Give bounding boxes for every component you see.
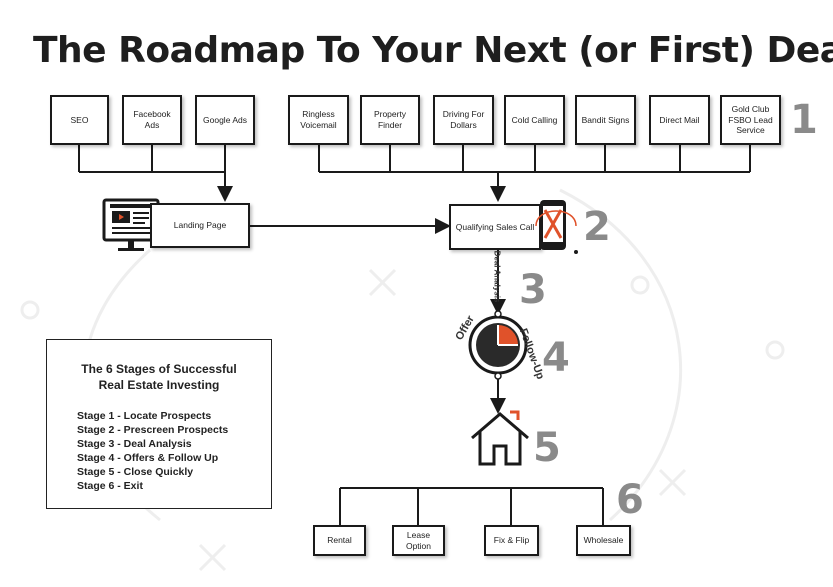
legend-item: Stage 1 - Locate Prospects: [77, 410, 212, 422]
source-gold-club: Gold Club FSBO Lead Service: [720, 95, 781, 145]
exit-wholesale: Wholesale: [576, 525, 631, 556]
page-title: The Roadmap To Your Next (or First) Deal: [33, 30, 833, 71]
offer-cycle-icon: [468, 310, 528, 380]
source-property-finder: Property Finder: [360, 95, 420, 145]
stage-number-4: 4: [542, 335, 570, 381]
source-google-ads: Google Ads: [195, 95, 255, 145]
legend-item: Stage 2 - Prescreen Prospects: [77, 424, 229, 436]
source-ringless-voicemail: Ringless Voicemail: [288, 95, 349, 145]
exit-rental: Rental: [313, 525, 366, 556]
deal-analysis-label: Deal Analysis: [492, 250, 502, 303]
source-bandit-signs: Bandit Signs: [575, 95, 636, 145]
source-seo: SEO: [50, 95, 109, 145]
source-facebook-ads: Facebook Ads: [122, 95, 182, 145]
stage-number-3: 3: [519, 267, 547, 313]
source-direct-mail: Direct Mail: [649, 95, 710, 145]
legend-item: Stage 5 - Close Quickly: [77, 466, 194, 478]
stage-number-5: 5: [533, 425, 561, 471]
qualifying-call-box: Qualifying Sales Call: [449, 204, 541, 250]
source-driving-for-dollars: Driving For Dollars: [433, 95, 494, 145]
exit-lease-option: Lease Option: [392, 525, 445, 556]
legend-item: Stage 6 - Exit: [77, 480, 143, 492]
exit-fix-and-flip: Fix & Flip: [484, 525, 539, 556]
house-icon: [471, 410, 529, 466]
landing-page-icon: [102, 198, 160, 251]
source-cold-calling: Cold Calling: [504, 95, 565, 145]
stage-number-6: 6: [616, 477, 644, 523]
legend-item: Stage 4 - Offers & Follow Up: [77, 452, 219, 464]
stages-legend: The 6 Stages of Successful Real Estate I…: [46, 339, 272, 509]
legend-item: Stage 3 - Deal Analysis: [77, 438, 192, 450]
stage-number-1: 1: [790, 97, 818, 143]
stage-number-2: 2: [583, 204, 611, 250]
legend-title: The 6 Stages of Successful Real Estate I…: [81, 362, 237, 392]
phone-icon: [535, 200, 578, 254]
landing-page-box: Landing Page: [150, 203, 250, 248]
legend-list: Stage 1 - Locate Prospects Stage 2 - Pre…: [77, 409, 228, 493]
